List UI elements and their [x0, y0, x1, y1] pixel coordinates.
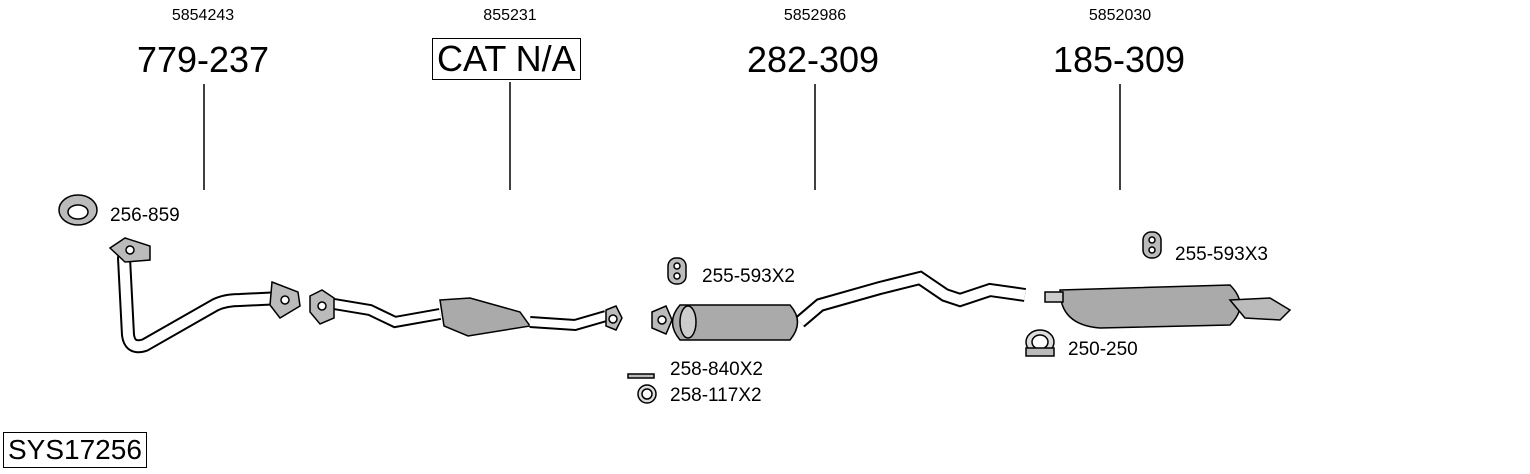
hanger-rear-label: 255-593X3 [1175, 244, 1268, 265]
bolt-icon [627, 373, 655, 379]
part-number-3: 282-309 [746, 39, 880, 80]
rear-silencer-icon [1044, 284, 1292, 329]
rubber-hanger-icon [667, 231, 1162, 285]
gasket-icon [58, 194, 98, 226]
clamp-label: 250-250 [1068, 339, 1138, 360]
oe-number-1: 5854243 [171, 7, 235, 24]
middle-silencer-icon [651, 270, 1026, 341]
oe-number-3: 5852986 [783, 7, 847, 24]
catalytic-converter-icon [309, 289, 623, 337]
oe-number-2: 855231 [483, 7, 537, 24]
part-number-2: CAT N/A [432, 38, 581, 80]
ring-label: 258-117X2 [670, 385, 762, 406]
ring-icon [637, 384, 657, 404]
part-number-1: 779-237 [136, 39, 270, 80]
gasket-label: 256-859 [110, 205, 180, 226]
part-number-4: 185-309 [1052, 39, 1186, 80]
hanger-front-label: 255-593X2 [702, 266, 795, 287]
system-code: SYS17256 [3, 432, 147, 468]
bolt-label: 258-840X2 [670, 359, 763, 380]
clamp-icon [1025, 329, 1055, 357]
front-pipe-icon [108, 237, 301, 354]
oe-number-4: 5852030 [1088, 7, 1152, 24]
